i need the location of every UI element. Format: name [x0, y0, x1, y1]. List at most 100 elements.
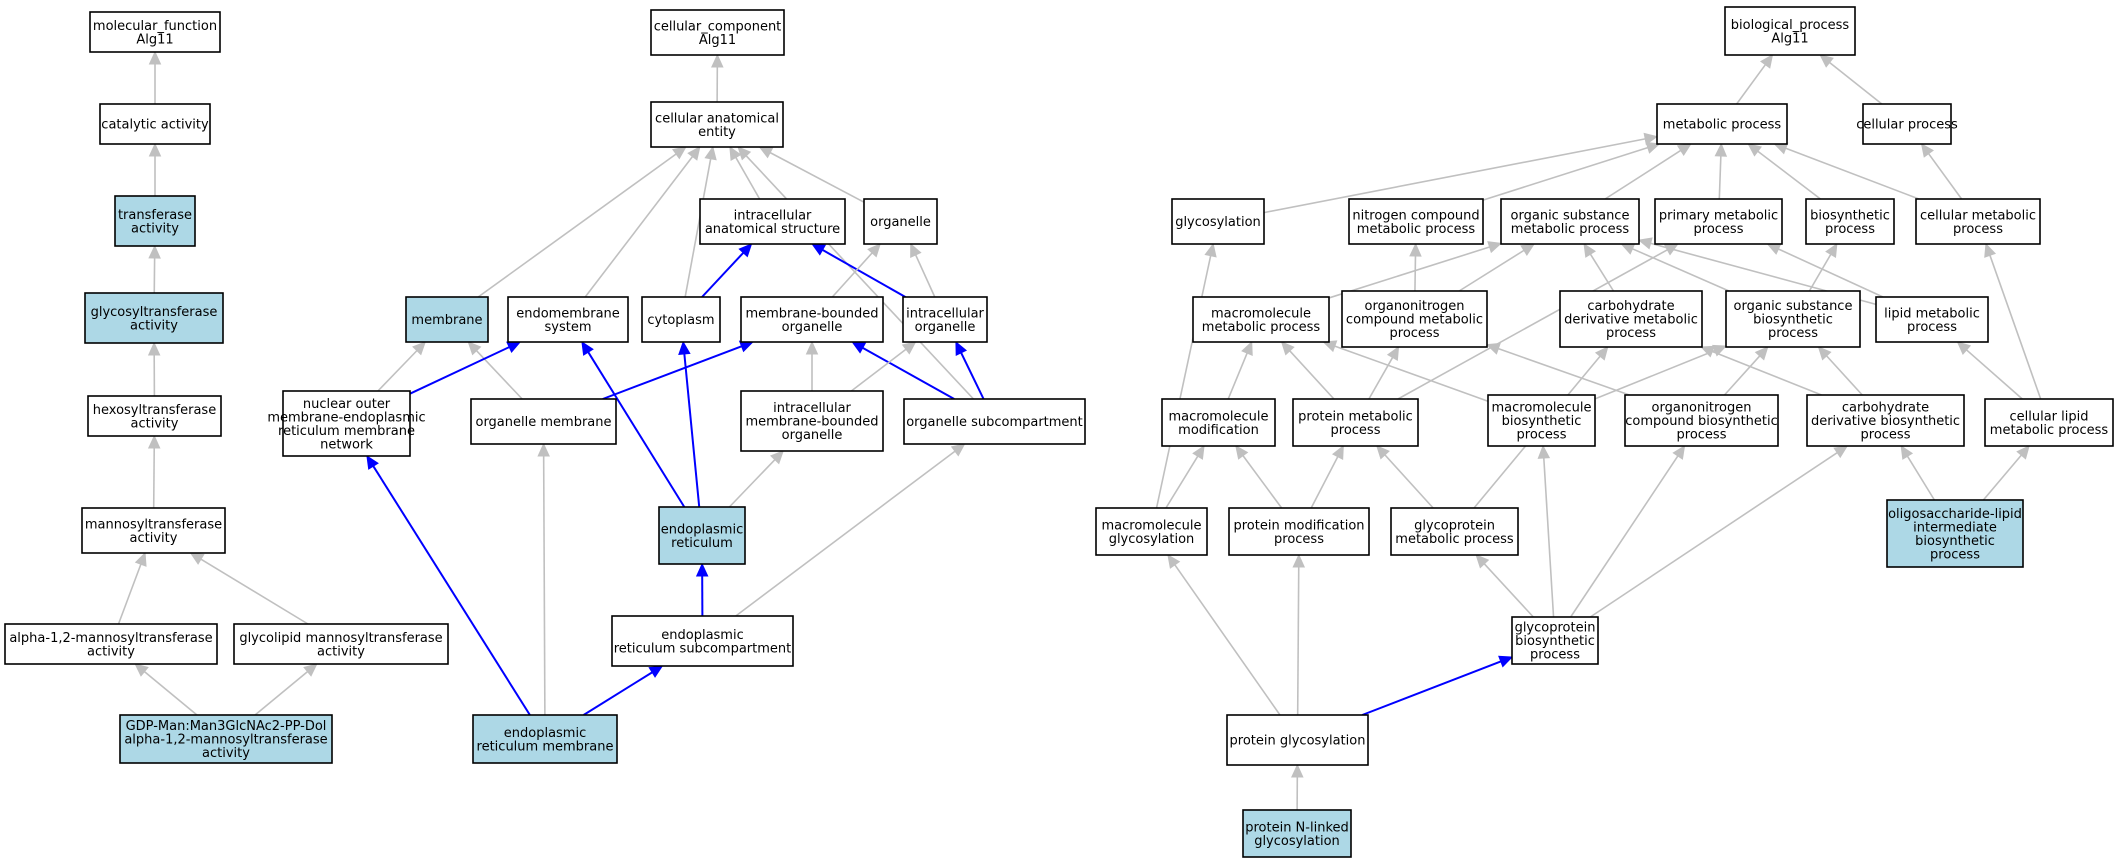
- arrowhead-icon: [1700, 345, 1716, 358]
- edge-line: [602, 345, 742, 400]
- arrowhead-icon: [1376, 445, 1390, 460]
- go-term-node-orgsub[interactable]: organelle subcompartment: [903, 398, 1086, 445]
- edge-membrane-to-cae: [477, 146, 687, 298]
- edge-line: [1829, 61, 1883, 105]
- edge-line: [200, 558, 309, 625]
- edge-line: [117, 563, 142, 625]
- arrowhead-icon: [1475, 554, 1490, 569]
- edge-gpmp-to-protmp: [1376, 445, 1434, 509]
- go-term-node-gdp[interactable]: GDP-Man:Man3GlcNAc2-PP-Dolalpha-1,2-mann…: [119, 714, 333, 764]
- node-box: [1886, 499, 2024, 568]
- node-label: metabolic process: [1990, 423, 2109, 438]
- node-label: cellular metabolic: [1920, 208, 2036, 223]
- arrowhead-icon: [950, 443, 966, 457]
- edge-endomem-to-cae: [584, 146, 701, 298]
- go-term-node-membrane[interactable]: membrane: [405, 296, 489, 343]
- edge-line: [1778, 248, 1884, 298]
- edge-line: [728, 459, 776, 508]
- edge-line: [862, 346, 955, 400]
- edge-macroglyc-to-glycosylation: [1155, 242, 1217, 509]
- edge-line: [1310, 456, 1339, 509]
- edge-line: [1906, 455, 1936, 501]
- node-label: activity: [87, 644, 135, 659]
- go-term-node-glycosylation[interactable]: glycosylation: [1171, 198, 1265, 245]
- node-label: nitrogen compound: [1352, 208, 1479, 223]
- go-term-node-orgmem[interactable]: organelle membrane: [470, 398, 617, 445]
- node-box: [233, 623, 449, 665]
- node-box: [1806, 394, 1965, 447]
- go-term-node-olib[interactable]: oligosaccharide-lipidintermediatebiosynt…: [1886, 499, 2024, 568]
- edge-line: [477, 153, 677, 298]
- node-box: [1161, 398, 1276, 447]
- go-term-node-cat[interactable]: catalytic activity: [99, 103, 211, 145]
- edge-orgsub-to-cae: [737, 146, 975, 400]
- edge-ermem-to-orgmem: [537, 442, 550, 716]
- node-box: [81, 507, 226, 554]
- go-term-node-protglyc[interactable]: protein glycosylation: [1226, 714, 1369, 766]
- edge-pnlg-to-protglyc: [1291, 763, 1304, 811]
- edge-line: [1498, 347, 1630, 396]
- edge-cyto-to-ias: [701, 243, 753, 298]
- edge-gdp-to-glycolipid: [254, 663, 318, 716]
- edge-line: [914, 254, 936, 298]
- edge-line: [1296, 566, 1300, 716]
- arrowhead-icon: [1676, 143, 1692, 157]
- go-term-node-organelle[interactable]: organelle: [863, 198, 938, 245]
- edge-line: [1397, 249, 1668, 400]
- edge-lipid-to-pmp: [1766, 243, 1884, 298]
- edge-osbp-to-osmp: [1620, 243, 1730, 292]
- edge-line: [1735, 64, 1767, 105]
- edge-line: [1718, 155, 1722, 200]
- edge-macromp-to-osmp: [1328, 241, 1503, 299]
- go-term-node-nomer[interactable]: nuclear outermembrane-endoplasmicreticul…: [267, 390, 426, 457]
- node-label: network: [320, 437, 373, 452]
- node-label: metabolic process: [1395, 532, 1514, 547]
- go-term-node-cellproc[interactable]: cellular process: [1856, 103, 1958, 145]
- arrowhead-icon: [1386, 345, 1400, 361]
- node-box: [1805, 198, 1895, 245]
- go-term-node-metab[interactable]: metabolic process: [1656, 103, 1788, 145]
- node-label: process: [1530, 648, 1580, 663]
- edge-line: [735, 157, 761, 200]
- go-term-node-cyto[interactable]: cytoplasm: [641, 296, 721, 343]
